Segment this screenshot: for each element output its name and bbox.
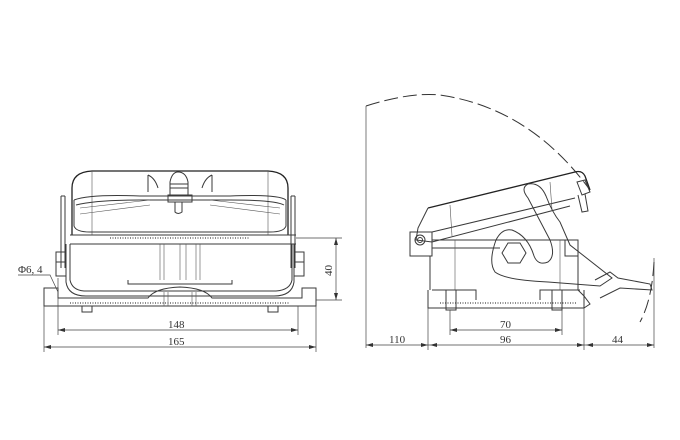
dim-inner-width: 148: [168, 319, 185, 331]
side-dimensions: 70 110 96 44: [366, 308, 654, 350]
dim-lid-swing-clearance: 110: [389, 334, 406, 346]
dim-hole-spacing: 70: [500, 319, 512, 331]
front-dimensions: Φ6, 4 40 148 165: [18, 237, 342, 352]
side-view: [365, 94, 655, 348]
dim-hole-diameter: Φ6, 4: [18, 264, 43, 276]
dim-height: 40: [323, 265, 335, 277]
dim-base-depth: 96: [500, 334, 512, 346]
front-view: [18, 170, 317, 313]
lid-swing-arc: [365, 94, 591, 191]
dim-overall-width: 165: [168, 336, 185, 348]
dim-lever-clearance: 44: [612, 334, 624, 346]
